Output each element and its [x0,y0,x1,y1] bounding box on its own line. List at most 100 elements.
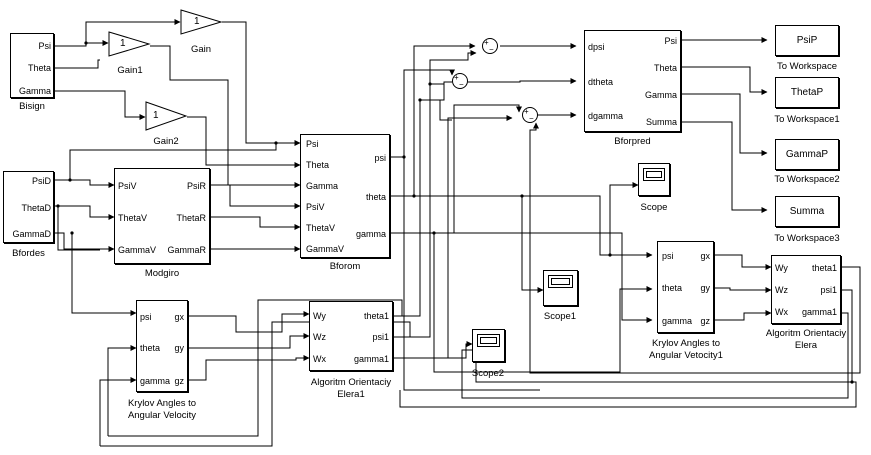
to-workspace1-block[interactable]: ThetaP [775,77,839,108]
bforom-port-psi-out: psi [374,153,386,163]
krylov-right-port-gy: gy [700,283,710,293]
orient-right-caption-line2: Elera [794,340,818,351]
to-workspace1-caption: To Workspace1 [774,114,840,125]
krylov-angular-velocity1-block[interactable]: psi theta gamma gx gy gz [657,241,714,333]
algoritm-orientaciy-elera-block[interactable]: Wy Wz Wx theta1 psi1 gamma1 [771,255,841,324]
to-workspace1-label: ThetaP [790,87,824,98]
bforpred-port-dtheta: dtheta [588,77,614,87]
to-workspace3-block[interactable]: Summa [775,196,839,227]
krylov-right-caption-line2: Angular Vetocity1 [649,350,723,361]
orient-mid-port-gamma1: gamma1 [353,354,389,364]
bforpred-port-psi: Psi [664,36,677,46]
bforom-port-psi: Psi [306,139,319,149]
bforpred-port-gamma: Gamma [644,90,677,100]
bfordes-block[interactable]: PsiD ThetaD GammaD [3,171,54,243]
gain-block[interactable]: 1 [180,9,223,40]
modgiro-port-psir: PsiR [186,181,206,191]
krylov-right-caption-line1: Krylov Angles to [651,338,721,349]
orient-right-port-psi1: psi1 [820,285,837,295]
scope-screen [643,168,665,181]
scope1-caption: Scope1 [543,311,577,322]
to-workspace3-caption: To Workspace3 [774,233,840,244]
bisign-block[interactable]: Psi Theta Gamma [10,33,54,98]
scope2-screen [477,334,500,347]
to-workspace-caption: To Workspace [776,61,837,72]
sum-dpsi[interactable]: + − [482,38,498,54]
modgiro-port-gammar: GammaR [167,245,206,255]
gain1-caption: Gain1 [117,65,143,76]
bfordes-caption: Bfordes [12,248,45,259]
modgiro-port-gammav: GammaV [118,245,157,255]
modgiro-port-psiv: PsiV [118,181,137,191]
bforom-port-gamma: Gamma [306,181,339,191]
orient-mid-port-psi1: psi1 [372,332,389,342]
bfordes-port-psid: PsiD [31,176,51,186]
orient-right-port-wy: Wy [775,263,788,273]
gain-caption: Gain [190,44,212,55]
sum-dpsi-minus: − [489,45,494,54]
bfordes-port-thetad: ThetaD [21,203,51,213]
orient-right-port-theta1: theta1 [811,263,837,273]
scope1-block[interactable] [543,270,578,306]
bforom-port-thetav: ThetaV [306,223,336,233]
sum-dtheta-plus: + [454,73,459,82]
sum-dgamma-plus: + [524,107,529,116]
to-workspace2-block[interactable]: GammaP [775,139,839,170]
krylov-right-port-gamma: gamma [662,316,693,326]
bforom-block[interactable]: Psi Theta Gamma PsiV ThetaV GammaV psi t… [300,134,390,258]
bisign-port-psi: Psi [38,41,51,51]
bforom-port-theta-out: theta [365,192,386,202]
bisign-caption: Bisign [19,101,45,112]
scope1-screen [548,275,573,288]
bforpred-port-dgamma: dgamma [588,111,624,121]
modgiro-port-thetar: ThetaR [176,213,206,223]
sum-dpsi-plus: + [484,38,489,47]
gain-value: 1 [194,16,200,27]
krylov-left-port-gx: gx [174,312,184,322]
bforpred-port-summa: Summa [645,117,677,127]
sum-dtheta[interactable]: + − [452,73,468,89]
krylov-angular-velocity-block[interactable]: psi theta gamma gx gy gz [136,300,188,392]
krylov-left-caption-line1: Krylov Angles to [127,398,197,409]
gain2-block[interactable]: 1 [145,101,188,136]
scope2-caption: Scope2 [471,368,505,379]
bforom-port-gammav: GammaV [306,244,345,254]
orient-right-caption-line1: Algoritm Orientaciy [765,328,847,339]
orient-mid-caption-line2: Elera1 [337,389,365,400]
scope2-block[interactable] [472,329,505,362]
to-workspace-block[interactable]: PsiP [775,25,839,56]
bfordes-port-gammad: GammaD [12,229,51,239]
algoritm-orientaciy-elera1-block[interactable]: Wy Wz Wx theta1 psi1 gamma1 [309,301,393,371]
orient-right-port-wx: Wx [775,307,788,317]
gain2-value: 1 [153,110,159,121]
to-workspace-label: PsiP [796,35,818,46]
to-workspace2-label: GammaP [785,149,829,160]
krylov-right-port-theta: theta [662,283,683,293]
bforpred-block[interactable]: dpsi dtheta dgamma Psi Theta Gamma Summa [584,30,681,132]
orient-mid-port-theta1: theta1 [363,311,389,321]
modgiro-port-thetav: ThetaV [118,213,148,223]
orient-right-port-wz: Wz [775,285,788,295]
bforpred-port-theta: Theta [653,63,677,73]
scope-caption: Scope [640,202,668,213]
modgiro-block[interactable]: PsiV ThetaV GammaV PsiR ThetaR GammaR [114,168,210,264]
sum-dgamma[interactable]: + − [522,107,538,123]
bforom-caption: Bforom [329,261,361,272]
bisign-port-theta: Theta [27,63,51,73]
gain2-caption: Gain2 [153,136,179,147]
sum-dgamma-minus: − [529,114,534,123]
orient-mid-port-wx: Wx [313,354,326,364]
gain1-block[interactable]: 1 [108,31,151,62]
krylov-left-caption-line2: Angular Velocity [127,410,197,421]
krylov-left-port-theta: theta [140,343,161,353]
krylov-left-port-gz: gz [174,376,184,386]
scope-block[interactable] [638,163,670,196]
gain1-value: 1 [120,38,126,49]
krylov-left-port-gamma: gamma [140,376,171,386]
bforom-port-gamma-out: gamma [355,229,386,239]
orient-mid-port-wz: Wz [313,332,326,342]
krylov-right-port-gz: gz [700,316,710,326]
bforpred-port-dpsi: dpsi [588,42,605,52]
bforpred-caption: Bforpred [614,136,651,147]
